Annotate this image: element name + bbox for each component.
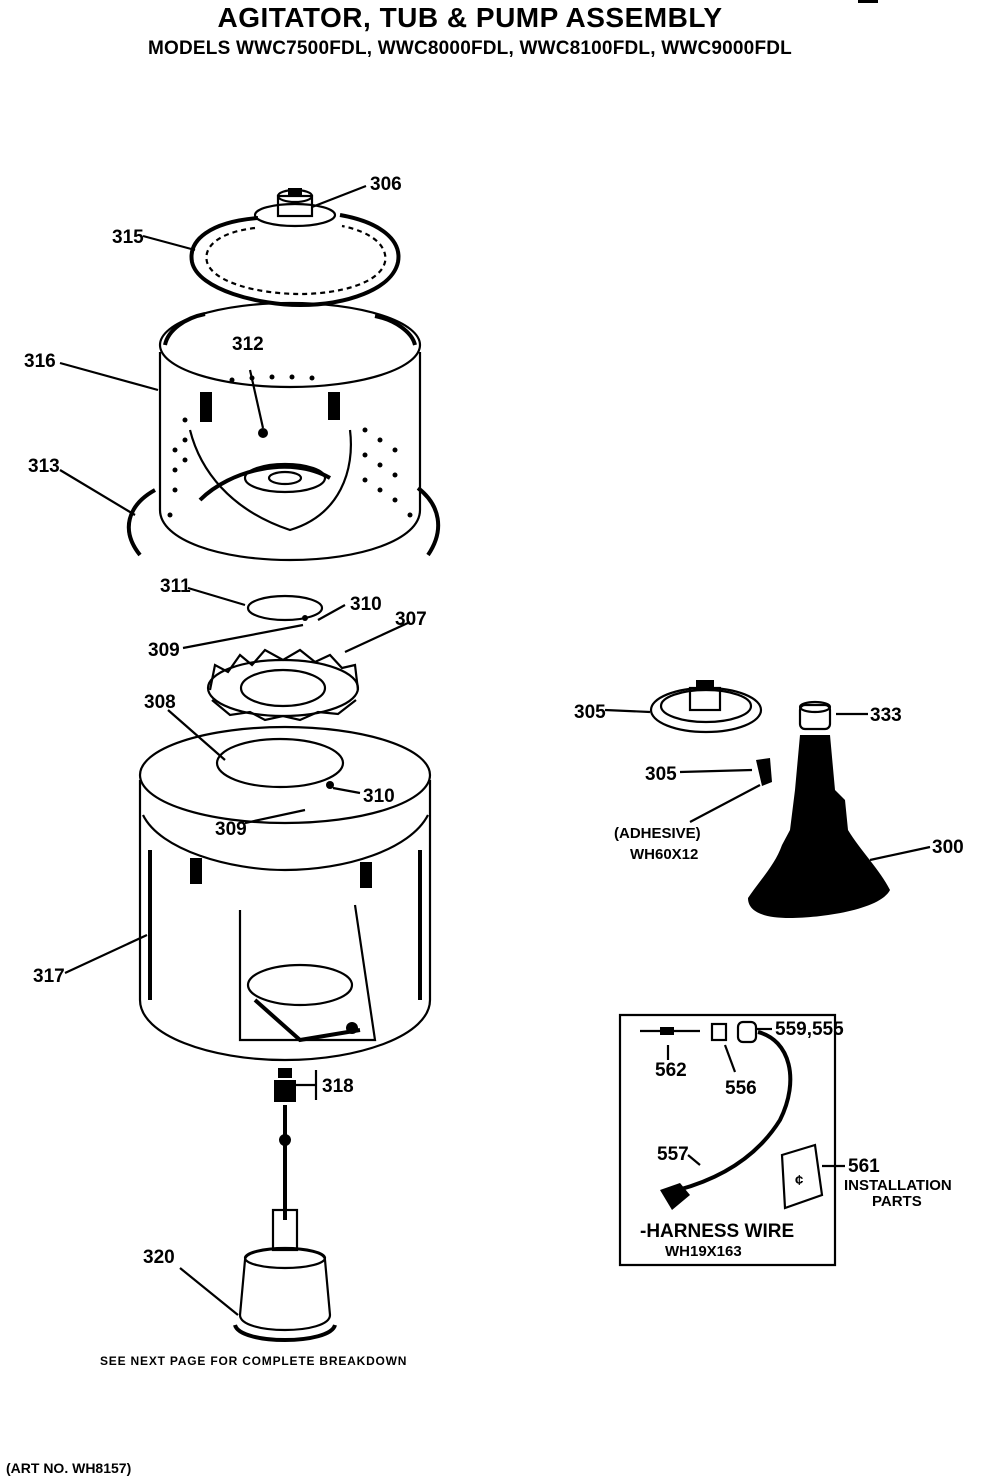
pump-shaft-320 bbox=[233, 1105, 337, 1342]
label-320: 320 bbox=[143, 1247, 175, 1268]
label-557: 557 bbox=[657, 1144, 689, 1165]
page-title: AGITATOR, TUB & PUMP ASSEMBLY bbox=[217, 2, 723, 33]
balance-ring-315 bbox=[189, 213, 401, 308]
label-315: 315 bbox=[112, 227, 144, 248]
agitator-300 bbox=[748, 735, 890, 918]
label-313: 313 bbox=[28, 456, 60, 477]
label-307: 307 bbox=[395, 609, 427, 630]
snubber-313 bbox=[126, 486, 441, 557]
label-308: 308 bbox=[144, 692, 176, 713]
label-311: 311 bbox=[160, 576, 191, 597]
svg-text:¢: ¢ bbox=[795, 1172, 803, 1189]
label-316: 316 bbox=[24, 351, 56, 372]
installation-parts-label: PARTS bbox=[872, 1193, 922, 1210]
art-number: (ART NO. WH8157) bbox=[6, 1460, 132, 1476]
label-333: 333 bbox=[870, 705, 902, 726]
label-310a: 310 bbox=[350, 594, 382, 615]
cap-333 bbox=[798, 700, 832, 731]
leader-lines bbox=[59, 184, 931, 1316]
outer-tub-317 bbox=[138, 725, 432, 1062]
label-309b: 309 bbox=[215, 819, 247, 840]
footer-note: SEE NEXT PAGE FOR COMPLETE BREAKDOWN bbox=[100, 1354, 408, 1368]
label-309a: 309 bbox=[148, 640, 180, 661]
label-305b: 305 bbox=[645, 764, 677, 785]
harness-part-no: WH19X163 bbox=[665, 1243, 742, 1260]
label-556: 556 bbox=[725, 1078, 757, 1099]
corner-mark bbox=[858, 0, 878, 3]
label-300: 300 bbox=[932, 837, 964, 858]
adhesive-label: (ADHESIVE) bbox=[614, 825, 701, 842]
adhesive-part-no: WH60X12 bbox=[630, 846, 698, 863]
cap-305 bbox=[649, 680, 763, 734]
label-561: 561 bbox=[848, 1156, 880, 1177]
part-labels: 306 315 316 312 313 311 310 309 307 308 … bbox=[24, 174, 964, 1268]
label-317: 317 bbox=[33, 966, 65, 987]
label-306: 306 bbox=[370, 174, 402, 195]
plug-305 bbox=[756, 758, 772, 786]
label-318: 318 bbox=[322, 1076, 354, 1097]
agitator-cap-306 bbox=[253, 188, 337, 228]
label-559-555: 559,555 bbox=[775, 1019, 844, 1040]
ring-311 bbox=[246, 594, 324, 622]
models-subtitle: MODELS WWC7500FDL, WWC8000FDL, WWC8100FD… bbox=[148, 38, 792, 59]
spanner-307 bbox=[206, 648, 360, 722]
label-305a: 305 bbox=[574, 702, 606, 723]
installation-label: INSTALLATION bbox=[844, 1177, 952, 1194]
wash-basket-316 bbox=[158, 301, 422, 562]
harness-wire-label: -HARNESS WIRE bbox=[640, 1221, 794, 1242]
seal-318 bbox=[274, 1068, 296, 1102]
label-312: 312 bbox=[232, 334, 264, 355]
label-562: 562 bbox=[655, 1060, 687, 1081]
kit-box: ¢ bbox=[618, 1013, 837, 1267]
label-310b: 310 bbox=[363, 786, 395, 807]
